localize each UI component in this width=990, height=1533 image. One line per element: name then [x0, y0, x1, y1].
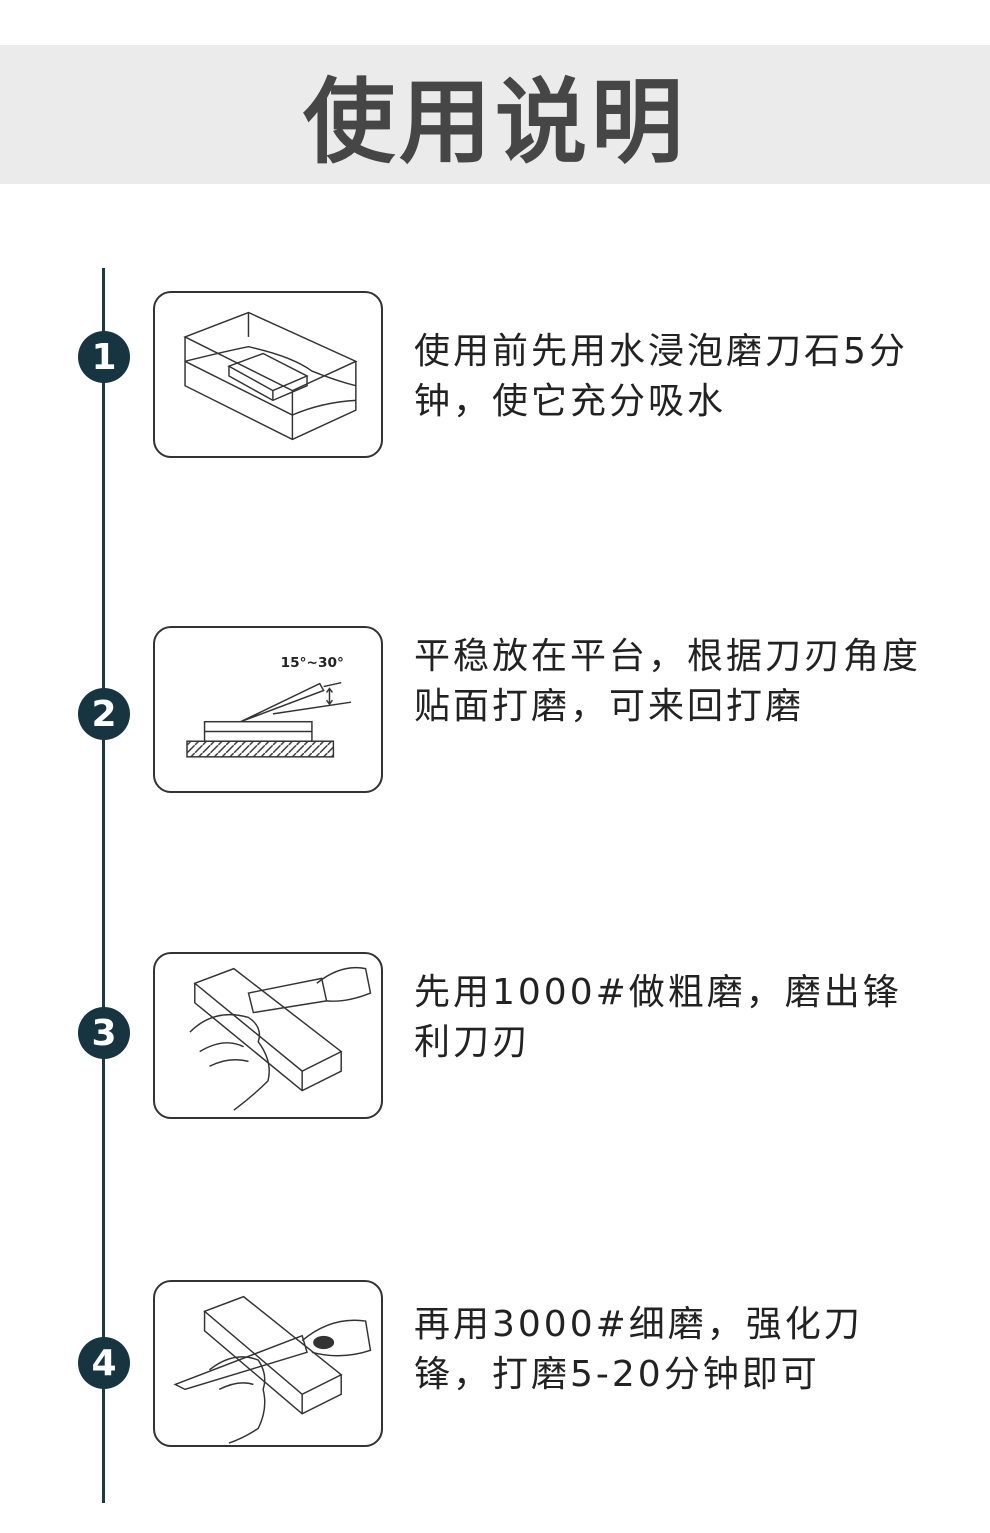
angle-label: 15°~30° — [281, 655, 344, 671]
step-2-number: 2 — [78, 688, 130, 740]
step-4-number: 4 — [78, 1337, 130, 1389]
timeline-line — [102, 268, 105, 1503]
step-4-text: 再用3000#细磨，强化刀锋，打磨5-20分钟即可 — [414, 1304, 863, 1395]
step-3-text: 先用1000#做粗磨，磨出锋利刀刃 — [414, 972, 902, 1063]
step-4-illustration — [153, 1280, 383, 1447]
header-band: 使用说明 — [0, 45, 990, 184]
step-1-illustration — [153, 291, 383, 458]
step-1-number: 1 — [78, 331, 130, 383]
page-title: 使用说明 — [302, 69, 687, 176]
step-3-illustration — [153, 952, 383, 1119]
step-2-illustration: 15°~30° — [153, 626, 383, 793]
step-3-number: 3 — [78, 1007, 130, 1059]
step-2-text: 平稳放在平台，根据刀刃角度贴面打磨，可来回打磨 — [414, 636, 922, 727]
step-1-text: 使用前先用水浸泡磨刀石5分钟，使它充分吸水 — [414, 331, 908, 422]
